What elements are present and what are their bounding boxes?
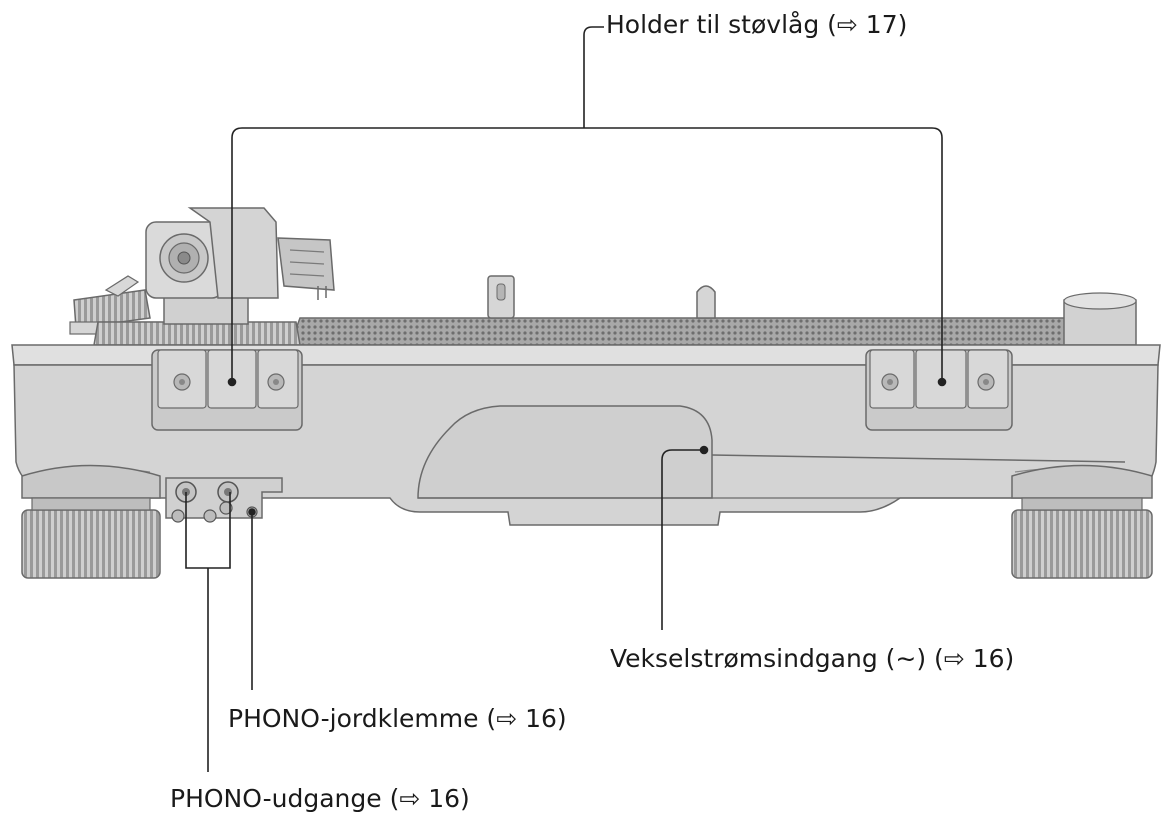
dust-cover-holder-right bbox=[865, 349, 1013, 431]
leader-dust-cover-holder bbox=[583, 26, 604, 128]
start-stop-pillar bbox=[1063, 292, 1137, 346]
platter bbox=[288, 317, 1132, 346]
dust-cover-holder-left bbox=[151, 349, 303, 431]
leader-dust-cover-bracket bbox=[231, 127, 943, 382]
label-phono-ground-terminal: PHONO-jordklemme (⇨ 16) bbox=[228, 704, 567, 733]
label-phono-outputs: PHONO-udgange (⇨ 16) bbox=[170, 784, 470, 813]
foot-left bbox=[21, 464, 161, 579]
tonearm-assembly bbox=[69, 207, 335, 346]
leader-lines bbox=[185, 26, 947, 772]
foot-right bbox=[1011, 464, 1153, 579]
phono-terminal-block bbox=[165, 477, 283, 523]
spindle-post bbox=[696, 285, 716, 319]
leader-ac-inlet bbox=[661, 449, 704, 630]
label-ac-inlet: Vekselstrømsindgang (∼) (⇨ 16) bbox=[610, 644, 1015, 673]
dust-cover-hinge-post bbox=[487, 275, 515, 319]
label-dust-cover-holder: Holder til støvlåg (⇨ 17) bbox=[606, 10, 908, 39]
